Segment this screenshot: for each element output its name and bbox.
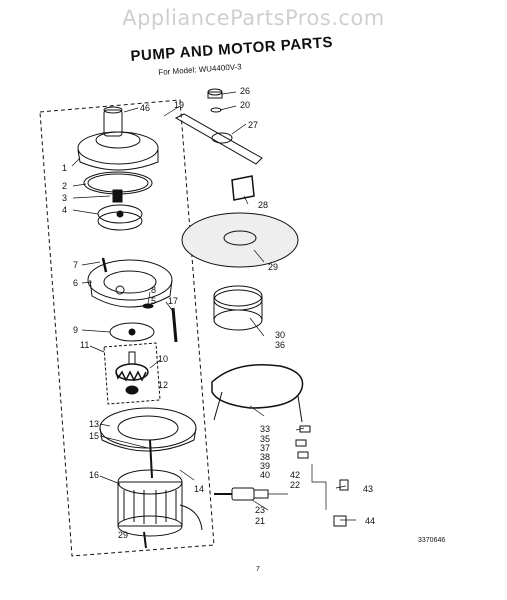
callout-27: 27 [248, 120, 259, 130]
callout-12: 12 [158, 380, 169, 390]
callout-39: 39 [260, 461, 271, 471]
diagram-number: 3370646 [418, 537, 446, 544]
callout-19: 19 [174, 100, 185, 110]
callout-21: 21 [255, 516, 266, 526]
callout-37: 37 [260, 443, 271, 453]
lower-housing-part [87, 259, 173, 308]
callout-1: 1 [62, 163, 68, 173]
seal-part [112, 189, 123, 203]
assembly-frame [39, 99, 215, 557]
callout-38: 38 [260, 452, 271, 462]
filter-screen-part [181, 212, 299, 268]
callout-14: 14 [194, 484, 205, 494]
watermark: AppliancePartsPros.com [122, 6, 385, 30]
pump-housing-part [77, 106, 159, 171]
callout-44: 44 [365, 516, 376, 526]
callout-43: 43 [363, 484, 374, 494]
callout-13: 13 [89, 419, 100, 429]
callout-11: 11 [80, 340, 90, 350]
callout-20: 20 [240, 100, 251, 110]
callout-3: 3 [62, 193, 68, 203]
callout-8: 8 [151, 285, 157, 295]
callout-29-upper: 29 [268, 262, 279, 272]
callout-16: 16 [89, 470, 100, 480]
callout-30: 30 [275, 330, 286, 340]
callout-28: 28 [258, 200, 269, 210]
heating-element-part [211, 363, 304, 409]
callout-46: 46 [140, 103, 151, 113]
callout-35: 35 [260, 434, 271, 444]
callout-9: 9 [73, 325, 79, 335]
bolt-part [171, 307, 178, 343]
callout-33: 33 [260, 424, 271, 434]
motor-part [117, 469, 203, 537]
callout-36: 36 [275, 340, 286, 350]
valve-part [214, 487, 269, 501]
page-number: 7 [256, 566, 260, 573]
callout-2: 2 [62, 181, 68, 191]
callout-29-lower: 29 [118, 530, 129, 540]
callout-42: 42 [290, 470, 301, 480]
callout-6: 6 [73, 278, 79, 288]
callout-5: 5 [151, 296, 157, 306]
seal-ring-part [213, 285, 263, 331]
spray-arm-part [174, 113, 263, 165]
bracket-part [231, 175, 255, 201]
callout-23: 23 [255, 505, 266, 515]
callout-26: 26 [240, 86, 251, 96]
callout-4: 4 [62, 205, 68, 215]
callout-15: 15 [89, 431, 100, 441]
motor-plate-part [99, 407, 197, 452]
callout-40: 40 [260, 470, 271, 480]
screw-part [101, 257, 108, 273]
callout-17: 17 [168, 296, 179, 306]
gear-box-outline [103, 342, 161, 405]
callout-22: 22 [290, 480, 301, 490]
callout-10: 10 [158, 354, 169, 364]
callout-7: 7 [73, 260, 79, 270]
gear-part [115, 351, 149, 395]
